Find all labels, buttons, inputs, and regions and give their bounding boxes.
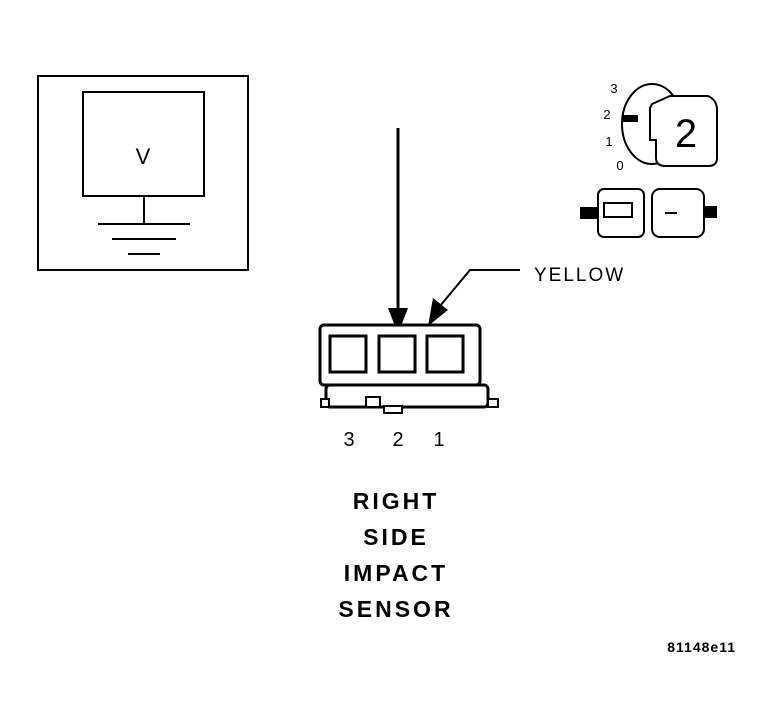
probe-arrow-head [388,308,408,334]
ignition-position-0: 0 [616,158,623,173]
pin-number-1: 1 [433,429,444,451]
connector-right-lead [703,206,717,218]
pin-numbers: 3 2 1 [343,429,444,451]
connector-key-tab [365,396,381,408]
meter-symbol: V [136,144,151,169]
key-head [649,95,718,167]
wire-leader-line [439,269,520,307]
voltmeter: V [37,75,249,271]
connector-male-pin [603,202,633,218]
figure-id: 81148e11 [667,639,736,655]
title-line-1: RIGHT [353,488,440,514]
cavity-3 [328,334,368,374]
ignition-position-1: 1 [605,134,612,149]
connector-left-lead [580,207,598,219]
probe-arrow [388,128,408,334]
connector-icon [580,188,717,238]
sensor-connector [318,323,499,414]
cavity-2 [377,334,417,374]
wire-leader-arrow-head [428,298,448,326]
connector-left-tab [320,398,330,408]
cavity-1 [425,334,465,374]
wire-color-label: YELLOW [534,265,625,286]
pin-number-3: 3 [343,429,354,451]
component-title: RIGHT SIDE IMPACT SENSOR [338,488,453,622]
ignition-position-3: 3 [610,81,617,96]
pin-number-2: 2 [392,429,403,451]
connector-female-half [651,188,705,238]
connector-right-tab [487,398,499,408]
wire-leader: YELLOW [428,265,625,326]
title-line-2: SIDE [363,524,429,550]
position-indicator [622,115,638,122]
meter-frame [37,75,249,271]
ignition-position-2: 2 [603,107,610,122]
connector-base [324,383,490,409]
title-line-4: SENSOR [338,596,453,622]
connector-latch [383,405,403,414]
key-position-label: 2 [675,112,697,156]
title-line-3: IMPACT [344,560,448,586]
ignition-switch-icon: 3 2 1 0 2 [603,81,718,173]
